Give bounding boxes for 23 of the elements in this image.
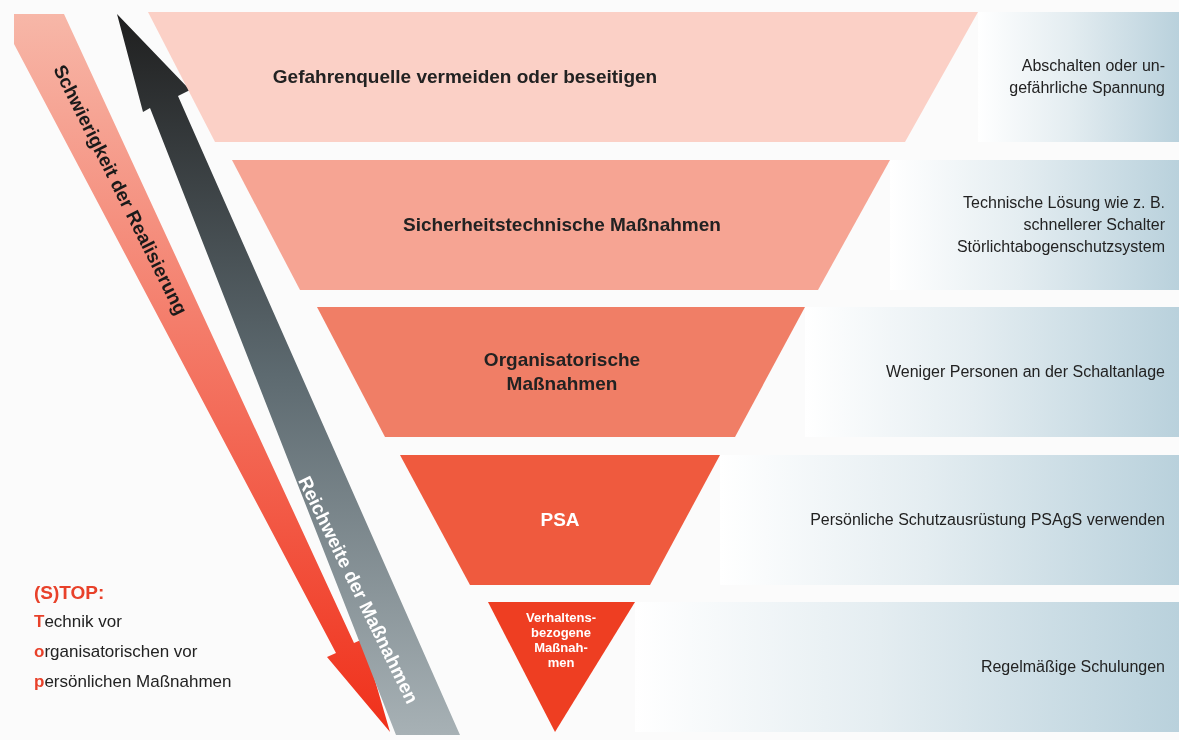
hierarchy-level <box>148 12 978 142</box>
level-title: PSA <box>540 508 580 532</box>
example-text: Abschalten oder un- gefährliche Spannung <box>1008 56 1165 98</box>
principle-text: organisatorischen vor <box>34 642 198 662</box>
principle-heading: (S)TOP: <box>34 582 105 604</box>
example-text: Regelmäßige Schulungen <box>980 657 1165 677</box>
example-band <box>978 12 1179 142</box>
principle-text: persönlichen Maßnahmen <box>34 672 232 692</box>
example-band <box>805 307 1179 437</box>
example-text: Weniger Personen an der Schaltanlage <box>886 362 1165 382</box>
level-title: Organisatorische Maßnahmen <box>482 348 642 396</box>
level-title: Sicherheitstechnische Maßnahmen <box>403 213 721 237</box>
hierarchy-level <box>400 455 720 585</box>
example-band <box>720 455 1179 585</box>
example-band <box>890 160 1179 290</box>
example-text: Persönliche Schutzausrüstung PSAgS verwenden <box>810 510 1165 530</box>
level-title: Verhaltens- bezogene Maßnah- men <box>524 610 598 670</box>
hierarchy-level <box>317 307 805 437</box>
example-text: Technische Lösung wie z. B. schnellerer Schalter Störlichtabogenschutzsystem <box>955 193 1165 257</box>
principle-text: Technik vor <box>34 612 122 632</box>
example-band <box>635 602 1179 732</box>
level-title: Gefahrenquelle vermeiden oder beseitigen <box>272 65 658 89</box>
hierarchy-level <box>232 160 890 290</box>
